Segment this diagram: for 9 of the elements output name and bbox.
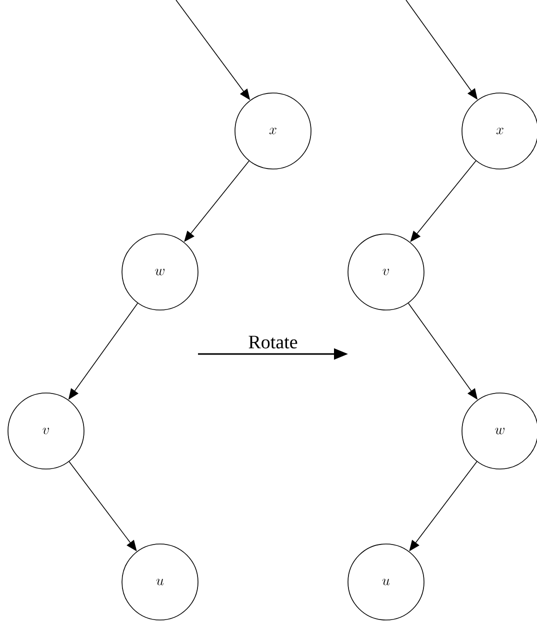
tree-node: $v$ [348,234,424,310]
arrow-label: Rotate [248,336,298,348]
tree-node: $x$ [462,92,537,170]
tree-node: $x$ [234,92,312,170]
tree-node: $u$ [348,544,424,620]
tree-node: $w$ [122,234,198,310]
tree-node: $v$ [8,392,84,470]
tree-node: $u$ [122,544,198,620]
tree-node: $w$ [462,392,537,470]
